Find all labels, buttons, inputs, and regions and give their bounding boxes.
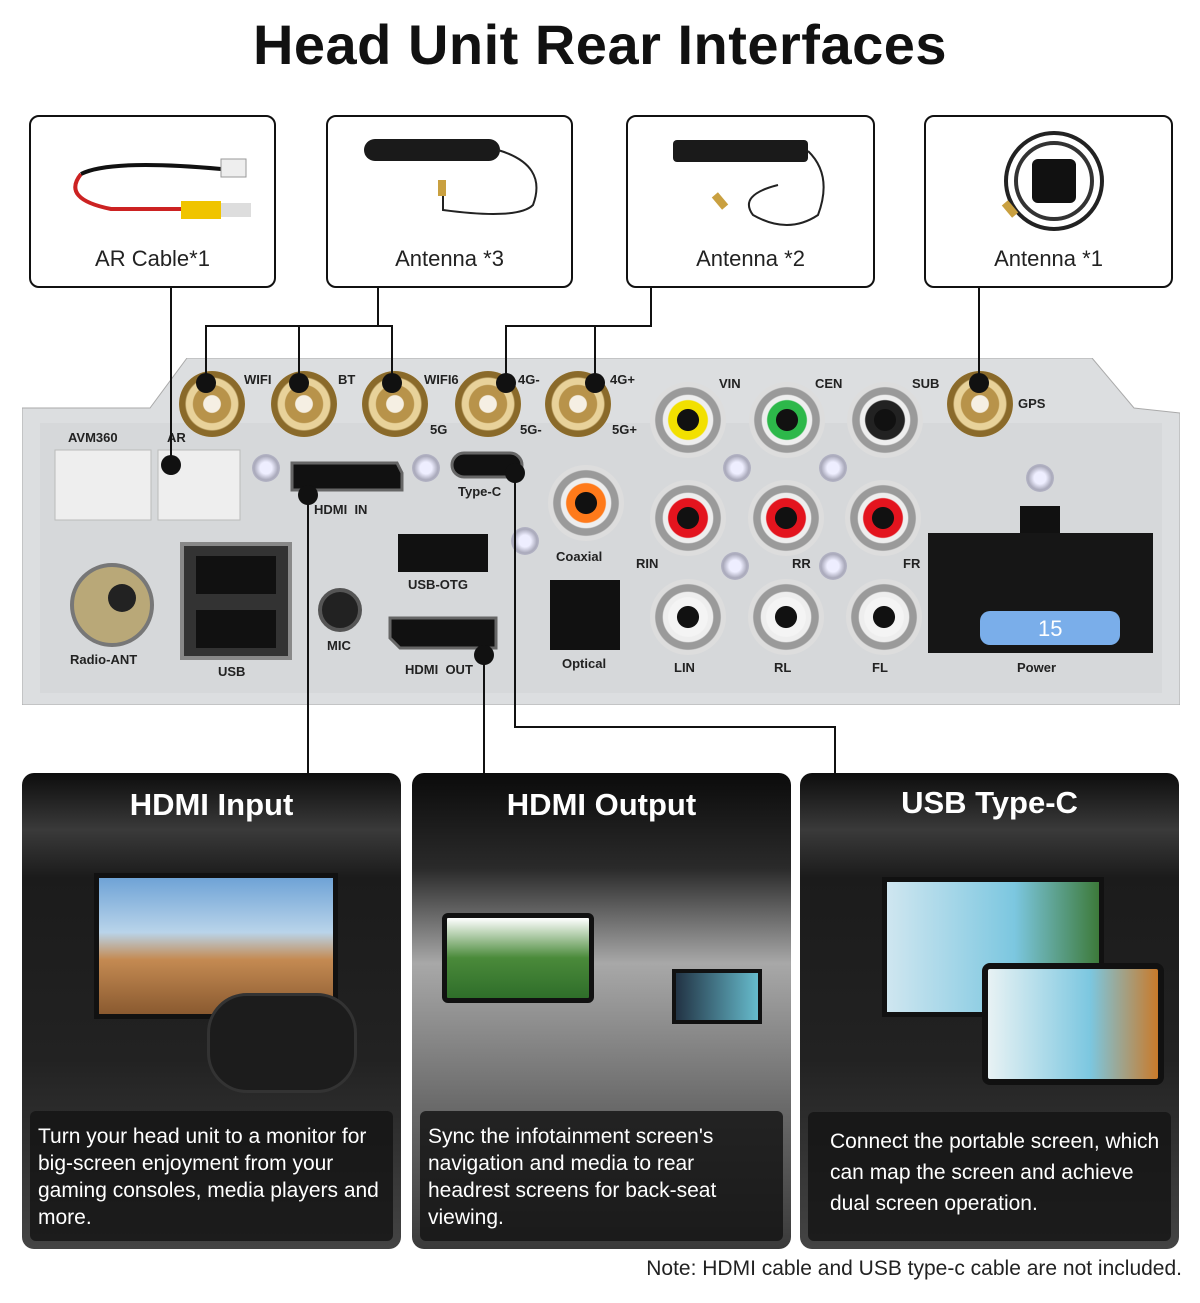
label-4g-minus: 4G- [518, 372, 540, 387]
lin-port [650, 579, 726, 655]
label-rr: RR [792, 556, 811, 571]
screw-icon [721, 552, 749, 580]
label-hdmi-out: HDMI OUT [405, 662, 473, 677]
label-avm360: AVM360 [68, 430, 118, 445]
label-radio-ant: Radio-ANT [70, 652, 138, 667]
screw-icon [819, 454, 847, 482]
label-rin: RIN [636, 556, 659, 571]
label-usb-otg: USB-OTG [408, 577, 468, 592]
4g-minus-antenna-port [455, 371, 521, 437]
rin-port [650, 480, 726, 556]
label-mic: MIC [327, 638, 351, 653]
label-type-c: Type-C [458, 484, 502, 499]
label-ar: AR [167, 430, 186, 445]
head-unit-screen-image [672, 969, 762, 1024]
page-title: Head Unit Rear Interfaces [252, 13, 948, 76]
antenna-image [673, 140, 825, 226]
screw-icon [723, 454, 751, 482]
wifi6-antenna-port [362, 371, 428, 437]
card-hdmi-input: HDMI Input Turn your head unit to a moni… [22, 773, 401, 1249]
label-hdmi-in: HDMI IN [314, 502, 368, 517]
fr-port [845, 480, 921, 556]
rear-panel: WIFI BT WIFI6 5G 4G- 5G- 4G+ 5G+ VIN CEN… [22, 358, 1180, 705]
antenna-image [364, 139, 538, 215]
accessory-antenna-1: Antenna *1 [924, 115, 1173, 288]
label-5g-plus: 5G+ [612, 422, 637, 437]
label-wifi: WIFI [244, 372, 272, 387]
label-wifi6: WIFI6 [424, 372, 459, 387]
gps-antenna-port [947, 371, 1013, 437]
screw-icon [252, 454, 280, 482]
screw-icon [412, 454, 440, 482]
label-4g-plus: 4G+ [610, 372, 635, 387]
card-usb-type-c: USB Type-C Connect the portable screen, … [800, 773, 1179, 1249]
label-usb: USB [218, 664, 246, 679]
portable-screen-image [982, 963, 1164, 1085]
label-rl: RL [774, 660, 792, 675]
card-title: HDMI Input [129, 787, 294, 822]
accessory-antenna-2: Antenna *2 [626, 115, 875, 288]
card-title: HDMI Output [506, 787, 697, 822]
accessory-label: Antenna *1 [994, 246, 1103, 271]
ar-cable-image [73, 158, 251, 219]
accessory-label: AR Cable*1 [95, 246, 210, 271]
wifi-antenna-port [179, 371, 245, 437]
card-hdmi-output: HDMI Output Sync the infotainment screen… [412, 773, 791, 1249]
label-vin: VIN [719, 376, 741, 391]
gamepad-image [207, 993, 357, 1093]
fuse-rating: 15 [1038, 616, 1063, 641]
card-title: USB Type-C [901, 785, 1078, 820]
label-optical: Optical [562, 656, 607, 671]
cen-port [749, 382, 825, 458]
label-fl: FL [872, 660, 888, 675]
card-description: Sync the infotainment screen's navigatio… [420, 1111, 783, 1241]
label-lin: LIN [674, 660, 695, 675]
screw-icon [1026, 464, 1054, 492]
label-gps: GPS [1018, 396, 1046, 411]
screw-icon [511, 527, 539, 555]
card-description: Turn your head unit to a monitor for big… [30, 1111, 393, 1241]
label-coaxial: Coaxial [556, 549, 603, 564]
fl-port [846, 579, 922, 655]
sub-port [847, 382, 923, 458]
bt-antenna-port [271, 371, 337, 437]
label-sub: SUB [912, 376, 940, 391]
card-description: Connect the portable screen, which can m… [808, 1112, 1171, 1241]
label-cen: CEN [815, 376, 843, 391]
4g-plus-antenna-port [545, 371, 611, 437]
vin-port [650, 382, 726, 458]
rr-port [748, 480, 824, 556]
label-power: Power [1017, 660, 1057, 675]
headrest-screen-image [442, 913, 594, 1003]
rl-port [748, 579, 824, 655]
accessory-label: Antenna *3 [395, 246, 504, 271]
label-bt: BT [338, 372, 356, 387]
label-5g-minus: 5G- [520, 422, 542, 437]
coaxial-port [548, 465, 624, 541]
accessory-ar-cable: AR Cable*1 [29, 115, 276, 288]
label-5g: 5G [430, 422, 448, 437]
accessory-label: Antenna *2 [696, 246, 805, 271]
accessory-antenna-3: Antenna *3 [326, 115, 573, 288]
label-fr: FR [903, 556, 921, 571]
gps-antenna-image [1001, 131, 1104, 231]
screw-icon [819, 552, 847, 580]
footnote: Note: HDMI cable and USB type-c cable ar… [646, 1257, 1182, 1280]
